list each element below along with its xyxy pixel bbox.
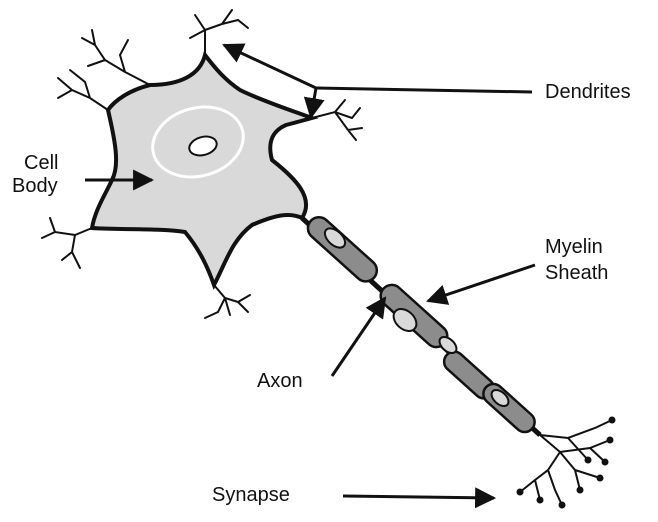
cell-body [92,55,312,285]
dendrites-pointer-line [316,88,532,92]
myelin-label-line1: Myelin [545,236,603,258]
myelin-arrow [428,265,535,301]
axon-label: Axon [257,370,303,392]
cell-body-label-line2: Body [12,175,58,197]
axon-terminals [520,420,612,505]
synapse-label: Synapse [212,484,290,506]
dendrites-arrow-lower [311,88,316,117]
dendrites-arrow-upper [224,45,316,88]
dendrites-label: Dendrites [545,81,631,103]
cell-body-label-line1: Cell [24,152,58,174]
axon-arrow [332,298,385,376]
myelin-label-line2: Sheath [545,262,608,284]
synapse-arrow [343,496,494,498]
